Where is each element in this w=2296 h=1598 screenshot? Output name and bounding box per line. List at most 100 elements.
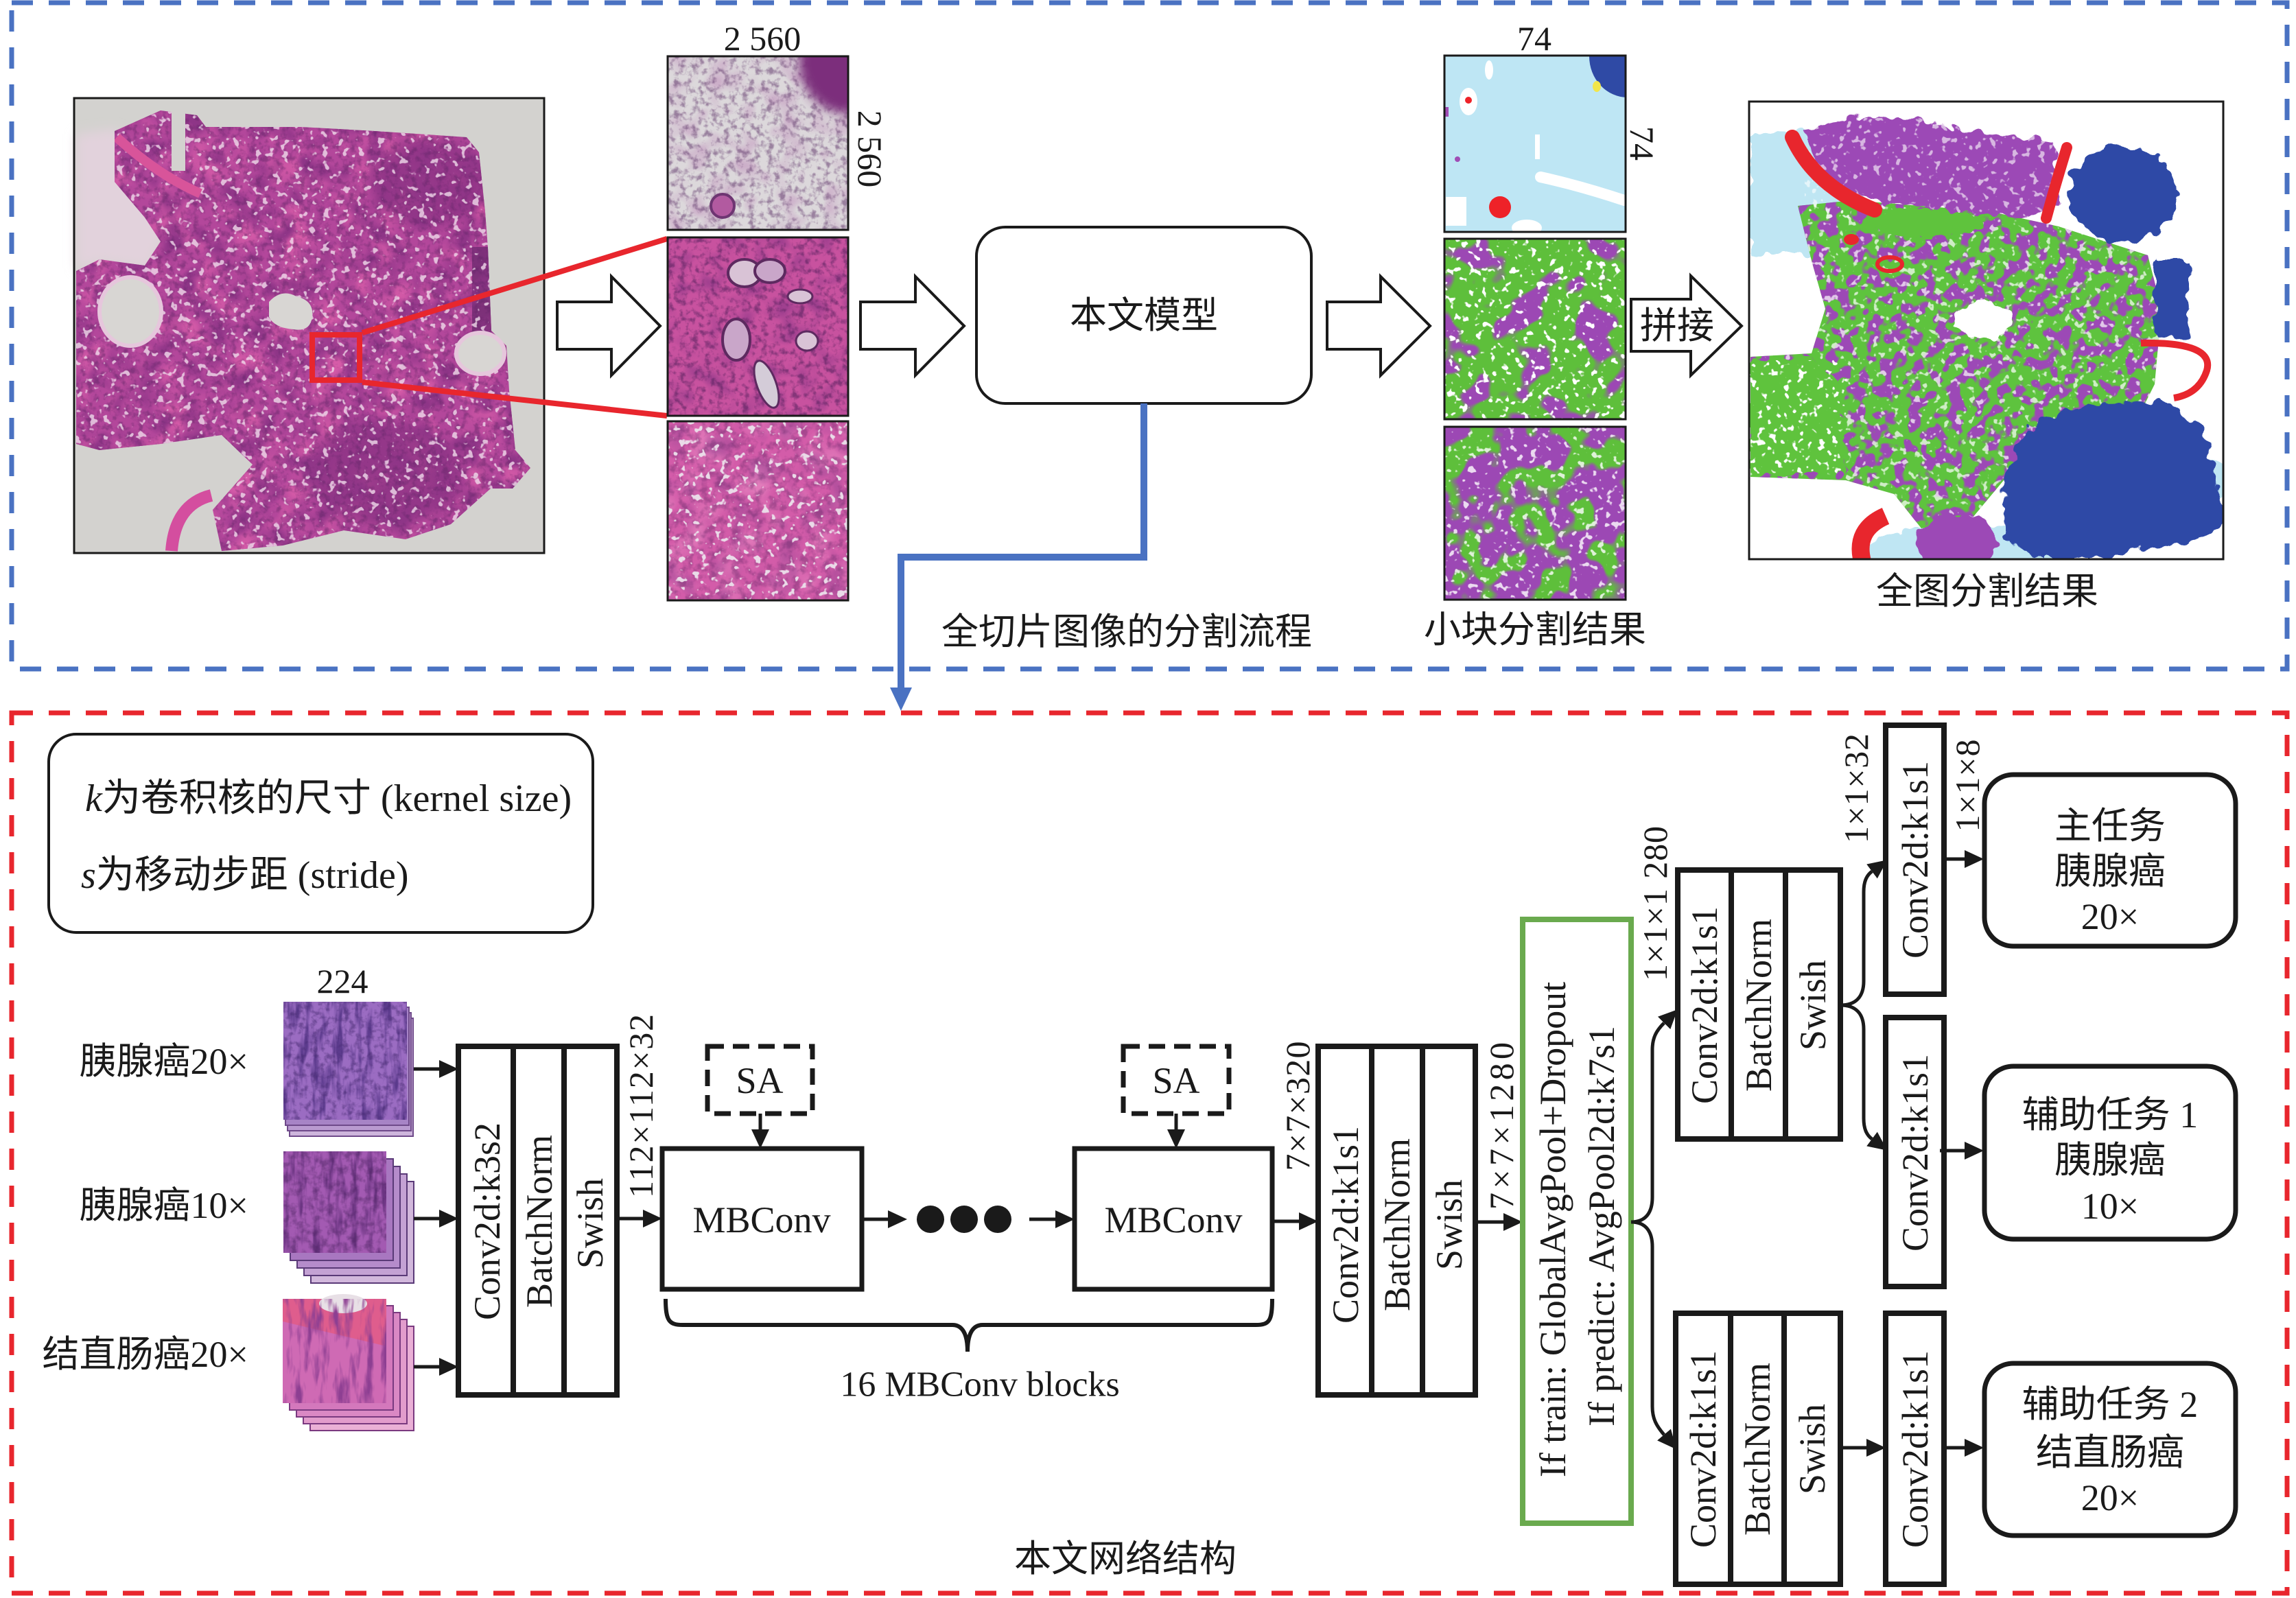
model-label: 本文模型 xyxy=(1070,295,1218,336)
stem-conv-label: Conv2d:k3s2 xyxy=(467,1123,508,1320)
legend-stride-text: 为移动步距 (stride) xyxy=(96,854,409,897)
pooling-predict-text: If predict: AvgPool2d:k7s1 xyxy=(1581,1026,1622,1426)
seg-red-region xyxy=(2140,339,2212,401)
tissue-hole xyxy=(454,331,506,376)
input-stack-3 xyxy=(283,1294,414,1431)
full-result-caption: 全图分割结果 xyxy=(1876,571,2098,612)
patch-gland xyxy=(753,258,786,284)
stem-output-shape: 112×112×32 xyxy=(622,1014,660,1198)
result-tile-1 xyxy=(1443,54,1627,233)
legend-stride-symbol: s xyxy=(81,854,96,897)
zoom-region-marker xyxy=(309,332,362,383)
seg-red-region xyxy=(1844,234,1859,245)
aux2-head-conv-label: Conv2d:k1s1 xyxy=(1895,1350,1936,1548)
full-segmentation-result xyxy=(1748,100,2225,561)
mbconv-block-2 xyxy=(1072,1146,1275,1292)
aux1-head-conv-label: Conv2d:k1s1 xyxy=(1895,1054,1936,1252)
result-height-label: 74 xyxy=(1623,126,1661,161)
patch-tile-3 xyxy=(666,420,850,602)
aux-task-1-frame xyxy=(1982,1064,2238,1242)
branch-a-to-aux1-head-arrow xyxy=(1840,1003,1888,1151)
aux-task-1-title: 辅助任务 1 xyxy=(2022,1094,2199,1136)
seg-white-region xyxy=(1485,60,1493,80)
main-head-conv xyxy=(1883,722,1947,997)
branch-b-bn-label: BatchNorm xyxy=(1737,1363,1778,1536)
zoom-line-bottom xyxy=(362,379,668,419)
mbconv-group-label: 16 MBConv blocks xyxy=(840,1365,1119,1405)
stitch-label: 拼接 xyxy=(1640,305,1714,346)
patch-gland xyxy=(710,193,736,219)
ellipsis-dot xyxy=(984,1206,1011,1233)
seg-white-layer xyxy=(1805,118,2059,218)
stack-speckle xyxy=(283,1002,407,1120)
result-tile-2 xyxy=(1443,237,1627,421)
seg-red-region xyxy=(1851,508,1890,559)
mbconv-output-shape: 7×7×320 xyxy=(1278,1042,1317,1171)
aux-task-1-cancer: 胰腺癌 xyxy=(2054,1140,2166,1181)
patch-width-label: 2 560 xyxy=(724,19,801,58)
slide-border xyxy=(73,97,546,554)
top-conv-label: Conv2d:k1s1 xyxy=(1325,1126,1366,1324)
patch-border xyxy=(666,55,850,231)
seg-red-region xyxy=(2041,142,2072,224)
main-task-magnification: 20× xyxy=(2081,896,2139,937)
patch-tile-2 xyxy=(666,236,850,417)
stack-speckle xyxy=(283,1151,386,1253)
ellipsis-dot xyxy=(950,1206,978,1233)
legend-kernel-text: 为卷积核的尺寸 (kernel size) xyxy=(102,777,572,820)
seg-purple-region xyxy=(1445,107,1449,117)
patch-gland xyxy=(795,330,819,352)
aux-task-2-box: 辅助任务 2 结直肠癌 20× xyxy=(1982,1361,2238,1538)
branch-a-bn-label: BatchNorm xyxy=(1738,919,1779,1092)
input-label-2: 胰腺癌10× xyxy=(80,1185,248,1226)
patch-gland xyxy=(786,288,814,305)
seg-blue-region xyxy=(1589,56,1626,97)
tissue-notch xyxy=(172,110,185,171)
pool-to-branch-a-arrow xyxy=(1630,1009,1678,1224)
seg-blue-region xyxy=(2155,259,2190,338)
hollow-arrow-2 xyxy=(859,273,966,379)
patch-border xyxy=(666,236,850,417)
seg-white-region xyxy=(1512,220,1542,232)
aux-task-2-title: 辅助任务 2 xyxy=(2022,1384,2199,1425)
seg-blue-region xyxy=(2004,401,2223,559)
seg-yellow-region xyxy=(1593,81,1601,92)
legend-box: k为卷积核的尺寸 (kernel size) s为移动步距 (stride) xyxy=(47,733,594,934)
branch-a-swish-label: Swish xyxy=(1792,960,1834,1050)
result-width-label: 74 xyxy=(1517,19,1551,58)
input-label-1: 胰腺癌20× xyxy=(80,1041,248,1082)
branch-b-swish-label: Swish xyxy=(1792,1404,1833,1494)
seg-white-region xyxy=(1535,172,1626,206)
hollow-arrow-3 xyxy=(1326,273,1432,379)
mbconv-group-brace xyxy=(664,1298,1274,1352)
attention-box-1 xyxy=(705,1044,815,1116)
branch-a-output-shape: 1×1×32 xyxy=(1837,733,1875,843)
branch-a-block: Conv2d:k1s1 BatchNorm Swish xyxy=(1675,867,1843,1142)
main-head-output-shape: 1×1×8 xyxy=(1948,740,1987,832)
result-tile-3 xyxy=(1443,425,1627,601)
attention-label-1: SA xyxy=(736,1060,783,1101)
seg-white-layer xyxy=(1750,360,1847,473)
input-label-3: 结直肠癌20× xyxy=(43,1334,248,1375)
seg-purple-region xyxy=(1914,515,1997,559)
hollow-arrow-1 xyxy=(556,273,662,379)
top-conv-frame xyxy=(1315,1044,1478,1398)
seg-white-layer xyxy=(1444,427,1626,600)
seg-red-region xyxy=(1465,97,1472,104)
aux-task-1-magnification: 10× xyxy=(2081,1186,2139,1227)
stem-block: Conv2d:k3s2 BatchNorm Swish xyxy=(456,1044,620,1398)
pool-to-branch-b-arrow xyxy=(1630,1220,1677,1450)
seg-blue-region xyxy=(2068,147,2178,243)
seg-purple-region xyxy=(1455,156,1460,162)
full-result-border xyxy=(1748,100,2225,561)
legend-kernel: k为卷积核的尺寸 (kernel size) xyxy=(85,777,572,820)
pooling-train-text: If train: GlobalAvgPool+Dropout xyxy=(1532,982,1573,1477)
top-conv-block: Conv2d:k1s1 BatchNorm Swish xyxy=(1315,1044,1478,1398)
pipeline-caption: 全切片图像的分割流程 xyxy=(941,611,1312,653)
patch-gland xyxy=(753,360,780,409)
seg-green-region xyxy=(1860,209,1983,237)
whole-slide-image xyxy=(73,97,546,554)
branch-a-conv-label: Conv2d:k1s1 xyxy=(1684,906,1725,1104)
branch-a-to-main-head-arrow xyxy=(1840,860,1888,1007)
